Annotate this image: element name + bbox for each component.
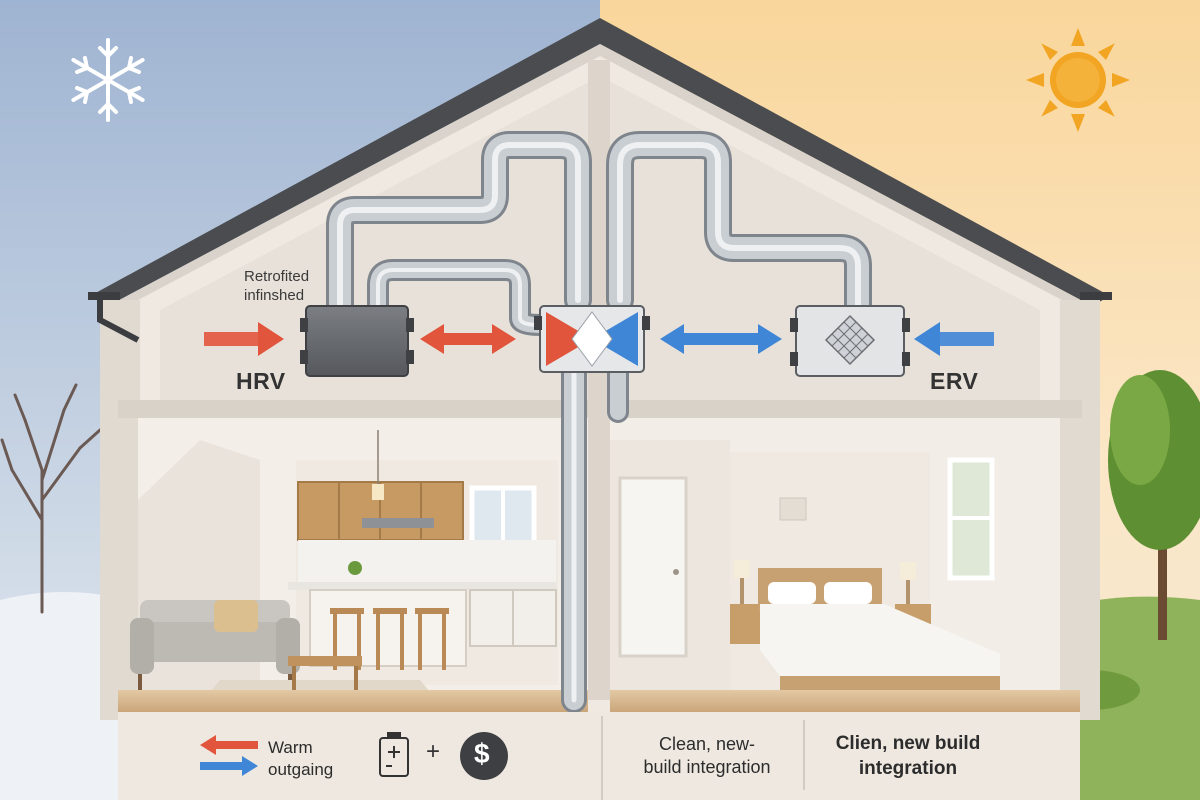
cool-exchange-arrow bbox=[660, 324, 782, 354]
retrofit-label-line1: Retrofited bbox=[244, 268, 310, 285]
retrofit-label: Retrofited infinshed bbox=[244, 267, 309, 305]
hrv-label: HRV bbox=[236, 368, 286, 394]
hrv-unit bbox=[300, 305, 414, 377]
right-floor bbox=[610, 690, 1080, 712]
dollar-sign: $ bbox=[474, 738, 490, 769]
pendant-lamp bbox=[372, 484, 384, 500]
plus-sign: + bbox=[426, 738, 441, 765]
clean-integration-label: Clean, new- build integration bbox=[612, 733, 802, 779]
snow-ground bbox=[0, 591, 120, 800]
gutter-left bbox=[88, 292, 120, 300]
backsplash bbox=[298, 540, 556, 582]
info-strip bbox=[118, 712, 1080, 800]
coffee-table bbox=[288, 656, 362, 666]
warm-intake-arrow bbox=[204, 322, 284, 356]
ac-vent bbox=[779, 497, 807, 521]
erv-unit bbox=[790, 305, 910, 377]
battery-plus-icon bbox=[379, 732, 409, 777]
erv-label: ERV bbox=[930, 368, 979, 394]
left-floor bbox=[118, 690, 588, 712]
warm-label-line1: Warm bbox=[268, 738, 313, 757]
cool-intake-arrow bbox=[914, 322, 994, 356]
warm-outgoing-label: Warm outgaing bbox=[268, 737, 333, 781]
sun-icon bbox=[1026, 28, 1130, 132]
retrofit-label-line2: infinshed bbox=[244, 287, 305, 304]
range-hood bbox=[362, 518, 434, 528]
plant bbox=[348, 561, 362, 575]
gutter-right bbox=[1080, 292, 1112, 300]
ductwork bbox=[326, 131, 872, 713]
bar-stools bbox=[330, 608, 449, 670]
clien-integration-label: Clien, new build integration bbox=[808, 731, 1008, 781]
door bbox=[618, 476, 688, 658]
heat-exchanger-unit bbox=[534, 305, 650, 373]
kitchen-counter bbox=[288, 582, 556, 590]
warm-label-line2: outgaing bbox=[268, 760, 334, 779]
dollar-icon bbox=[460, 732, 508, 780]
summer-tree-front bbox=[1108, 370, 1200, 640]
exchange-arrows-icon bbox=[200, 735, 258, 776]
snowflake-icon bbox=[71, 38, 145, 122]
clean-label-line1: Clean, new- bbox=[658, 734, 756, 754]
center-partition bbox=[588, 60, 610, 700]
bed bbox=[758, 568, 1000, 690]
clien-label-line2: integration bbox=[858, 758, 958, 779]
warm-exchange-arrow bbox=[420, 324, 516, 354]
right-wall-frame bbox=[1060, 300, 1100, 720]
clien-label-line1: Clien, new build bbox=[835, 733, 981, 754]
clean-label-line2: build integration bbox=[643, 757, 771, 777]
bare-tree bbox=[0, 383, 102, 614]
downspout bbox=[97, 300, 140, 343]
